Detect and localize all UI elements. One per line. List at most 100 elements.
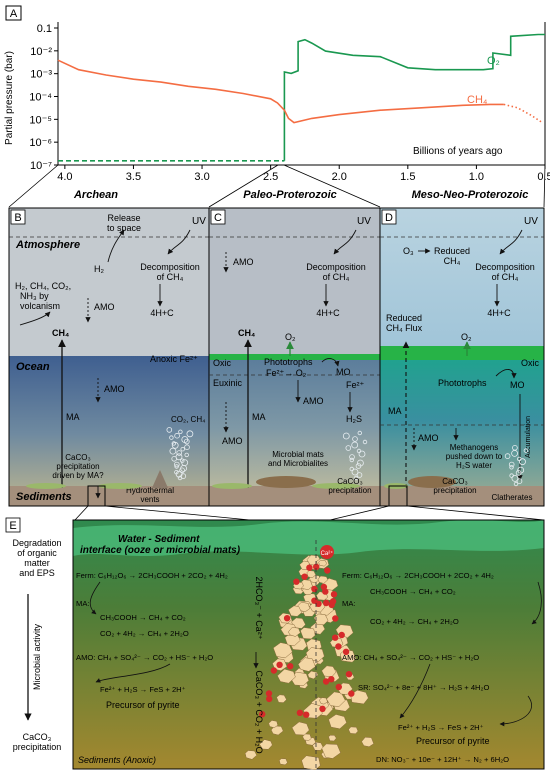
gas-bubbles <box>504 444 529 487</box>
ca-ion <box>320 545 334 559</box>
left-ma2: CO₂ + 4H₂ → CH₄ + 2H₂O <box>100 629 189 638</box>
right-ma1: CH₃COOH → CH₄ + CO₂ <box>370 587 456 596</box>
panel-label-a: A <box>10 8 18 20</box>
left-ma1: CH₃COOH → CH₄ + CO₂ <box>100 613 186 622</box>
crystal <box>312 742 324 751</box>
left-fe: Fe²⁺ + H₂S → FeS + 2H⁺ <box>100 685 186 694</box>
label-mo: MO <box>336 367 351 377</box>
oxic-layer <box>209 354 380 360</box>
eon-archean: Archean <box>73 189 118 201</box>
atmosphere-layer <box>380 208 544 356</box>
bubble <box>169 447 177 455</box>
panel-label-e: E <box>9 520 16 532</box>
sediment-layer <box>380 486 544 506</box>
bubble <box>362 439 368 445</box>
bubble <box>504 453 511 459</box>
ca-ion-dot <box>345 671 353 678</box>
label-ma: MA <box>66 412 80 422</box>
bubble <box>179 467 185 474</box>
crystal <box>268 720 279 728</box>
sediment-layer <box>209 486 380 506</box>
bubble <box>353 475 359 481</box>
label-oxic: Oxic <box>213 358 232 368</box>
series-line-ch4 <box>57 59 504 124</box>
bubble <box>512 444 518 451</box>
ca-ion-dot <box>259 711 266 718</box>
bubble <box>174 470 179 475</box>
label-h2s: H₂S <box>346 414 362 424</box>
zoom-box <box>87 485 106 507</box>
ca-ion-dot <box>301 573 308 580</box>
crystal <box>328 735 337 742</box>
y-tick-label: 10⁻³ <box>30 69 52 81</box>
x-tick-label: 2.0 <box>332 171 347 183</box>
left-ferm: Ferm: C₆H₁₂O₆ → 2CH₃COOH + 2CO₂ + 4H₂ <box>76 571 228 580</box>
left-amo: AMO: CH₄ + SO₄²⁻ → CO₂ + HS⁻ + H₂O <box>76 653 213 662</box>
bubble <box>508 461 515 468</box>
ca-ion-dot <box>324 567 331 574</box>
crystal <box>301 755 321 770</box>
x-tick-label: 0.5 <box>537 171 550 183</box>
bubble <box>184 452 189 458</box>
label-oxic: Oxic <box>521 358 540 368</box>
label-amo-1: AMO <box>303 396 324 406</box>
bubble <box>349 457 354 463</box>
label-fe: Fe²⁺ <box>346 380 365 390</box>
chart-series <box>57 33 545 162</box>
bubble <box>357 430 362 436</box>
bubble <box>186 430 194 438</box>
bubble <box>517 456 522 462</box>
ca-ion-dot <box>283 615 291 622</box>
projection-line <box>208 164 279 208</box>
label-sediments-anoxic: Sediments (Anoxic) <box>78 755 156 765</box>
crystal <box>270 725 284 736</box>
right-ma2: CO₂ + 4H₂ → CH₄ + 2H₂O <box>370 617 459 626</box>
bubble <box>351 441 359 449</box>
label-o2: O₂ <box>285 332 296 342</box>
ca-ion-dot <box>270 667 278 674</box>
right-amo: AMO: CH₄ + SO₄²⁻ → CO₂ + HS⁻ + H₂O <box>342 653 479 662</box>
ca-ion-dot <box>330 591 338 598</box>
ocean-layer <box>9 356 209 486</box>
ca-ion-dot <box>335 683 342 691</box>
ca-ion-dot <box>313 563 320 570</box>
crystal <box>300 627 316 640</box>
right-pyrite: Precursor of pyrite <box>416 736 490 746</box>
label-amo-atm: AMO <box>233 257 254 267</box>
microbial-mat <box>26 483 66 489</box>
ca-ion-dot <box>328 676 335 683</box>
vertical-eq-left: 2HCO₃⁻ + Ca²⁺ <box>254 577 264 640</box>
bubble <box>509 473 514 478</box>
crystal <box>302 733 312 741</box>
ca-ion-dot <box>303 711 310 718</box>
eon-paleo: Paleo-Proterozoic <box>243 189 337 201</box>
label-o2: O₂ <box>461 332 472 342</box>
label-fe-reaction: Fe²⁺→ O₂ <box>266 368 307 378</box>
y-tick-label: 10⁻⁷ <box>30 160 52 172</box>
x-axis-label: Billions of years ago <box>413 146 503 157</box>
ca-ion-dot <box>287 663 294 670</box>
crystal <box>244 750 258 760</box>
bubble <box>166 427 173 433</box>
crystal <box>291 617 306 629</box>
caco3-crystals <box>244 554 375 770</box>
gas-bubbles <box>342 430 368 481</box>
label-ma: MA <box>252 412 266 422</box>
bubble <box>511 474 519 482</box>
layer-ocean: Ocean <box>16 361 50 373</box>
bubble <box>184 438 190 445</box>
ca-ion-dot <box>315 600 322 607</box>
y-tick-label: 0.1 <box>37 23 52 35</box>
